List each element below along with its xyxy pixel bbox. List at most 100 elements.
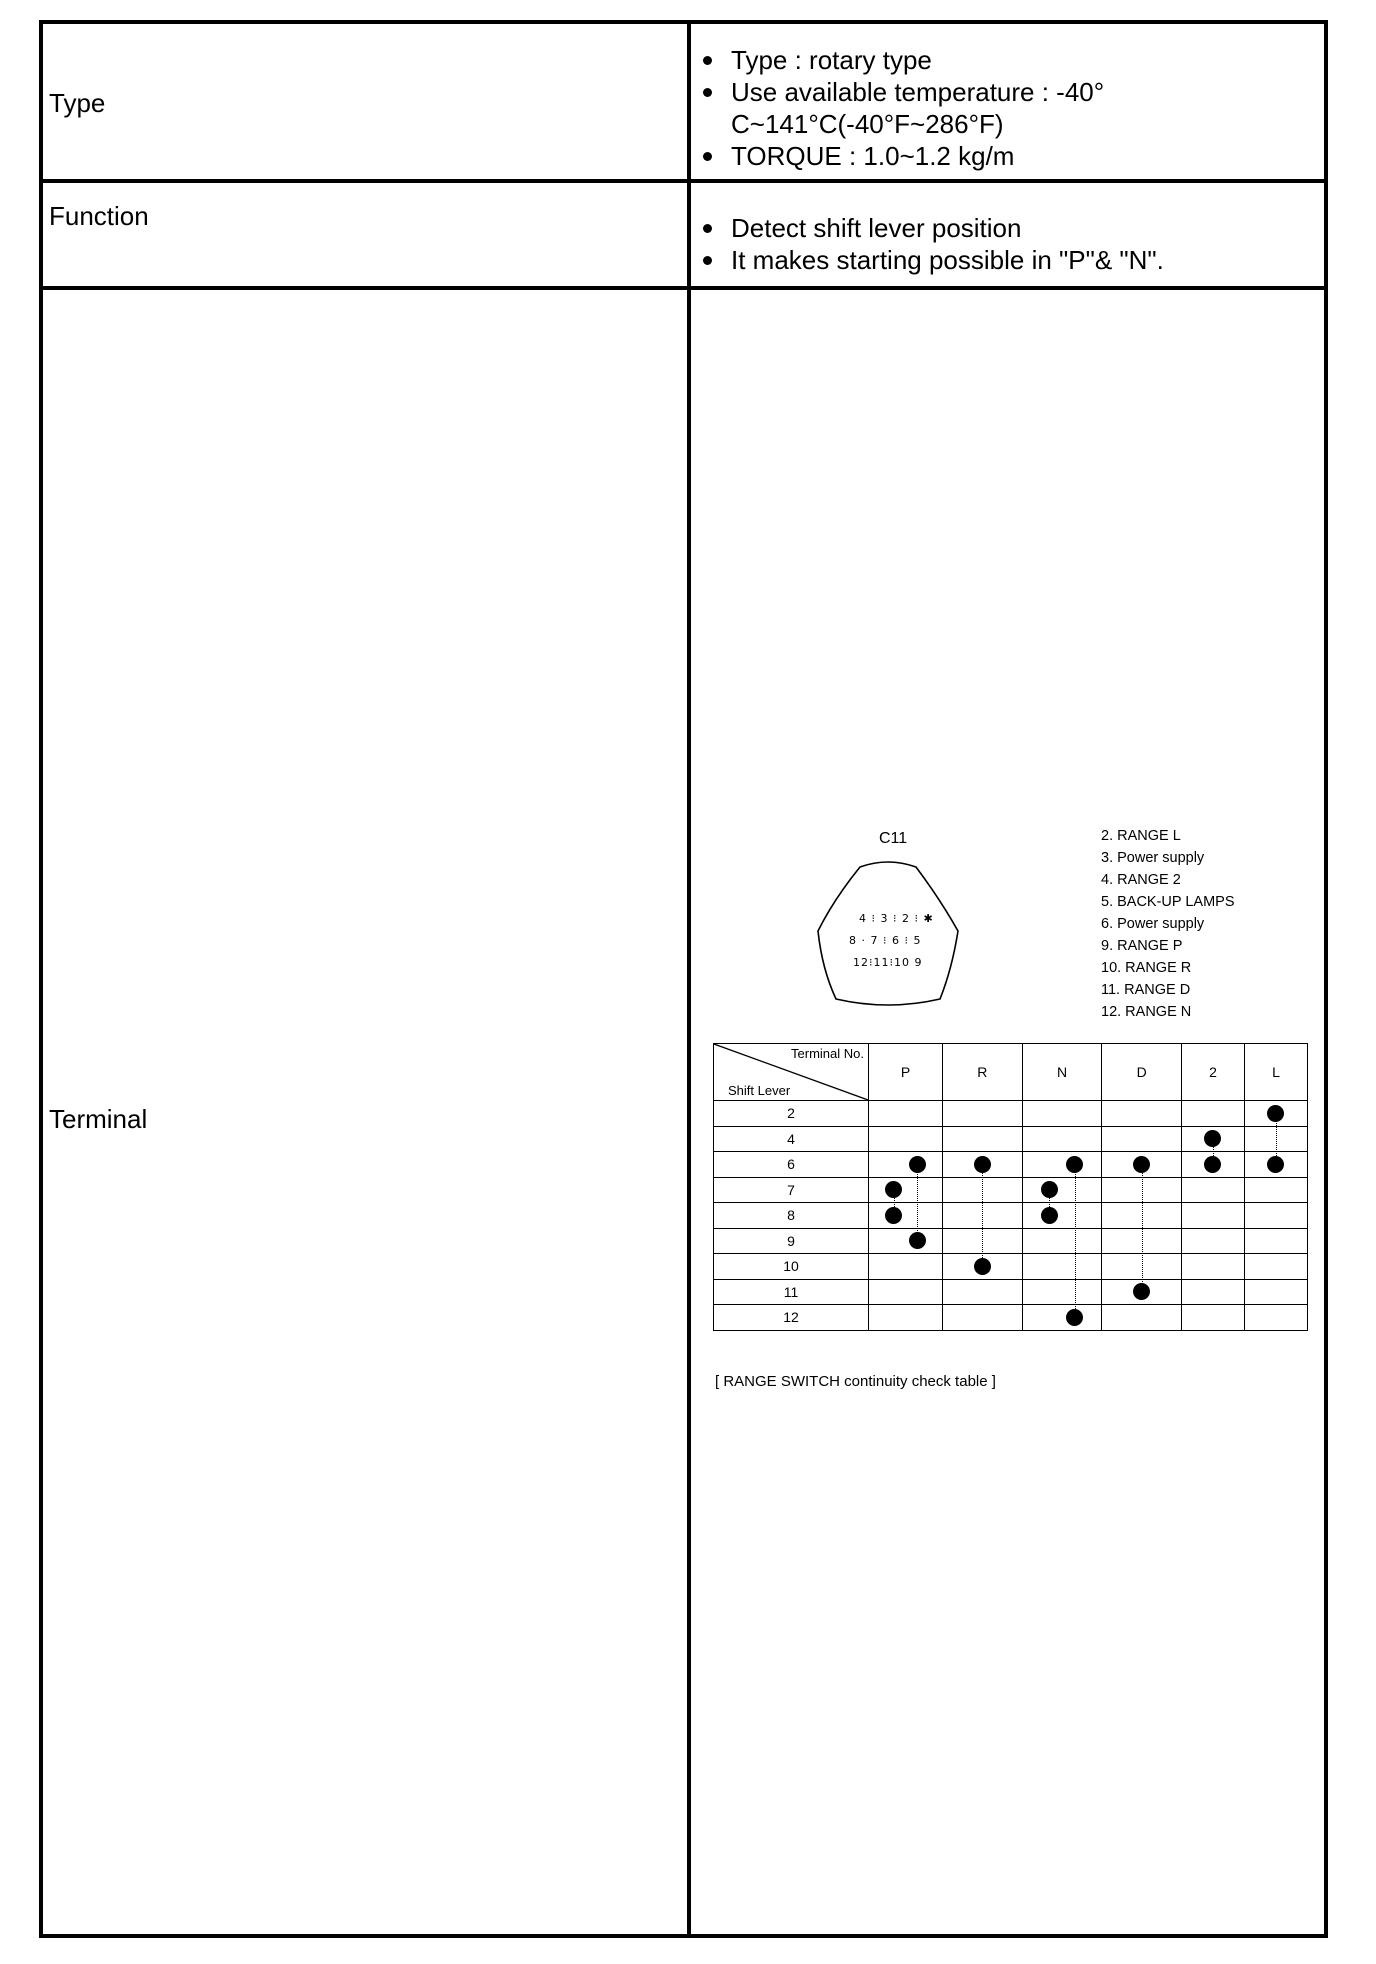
- table-cell: [867, 1278, 944, 1305]
- table-cell: [867, 1176, 944, 1203]
- table-cell: [1243, 1253, 1309, 1280]
- table-cell: [942, 1100, 1023, 1127]
- continuity-link: [1074, 1164, 1076, 1318]
- continuity-link: [917, 1164, 919, 1241]
- spec-table: Type Type : rotary type Use available te…: [39, 20, 1328, 1938]
- table-cell: [867, 1100, 944, 1127]
- legend-item: 11. RANGE D: [1101, 982, 1191, 998]
- legend-item: 12. RANGE N: [1101, 1004, 1192, 1020]
- row-divider: [43, 286, 1324, 290]
- row-header: 11: [713, 1278, 869, 1305]
- connector-pin-row: 8 · 7 ⁝ 6 ⁝ 5: [849, 934, 922, 947]
- continuity-dot: [1040, 1181, 1058, 1199]
- table-cell: [1243, 1202, 1309, 1229]
- table-cell: [1021, 1253, 1103, 1280]
- table-cell: [1101, 1100, 1182, 1127]
- continuity-dot: [885, 1181, 903, 1199]
- column-header: N: [1021, 1043, 1103, 1101]
- table-cell: [1180, 1304, 1245, 1331]
- list-item: TORQUE : 1.0~1.2 kg/m: [702, 140, 1104, 172]
- continuity-dot: [908, 1155, 926, 1173]
- table-cell: [942, 1125, 1023, 1152]
- legend-item: 10. RANGE R: [1101, 960, 1192, 976]
- table-cell: [1021, 1278, 1103, 1305]
- table-cell: [867, 1227, 944, 1254]
- function-bullets: Detect shift lever position It makes sta…: [703, 212, 1164, 276]
- table-cell: [1101, 1304, 1182, 1331]
- legend-item: 5. BACK-UP LAMPS: [1101, 894, 1235, 910]
- table-cell: [1243, 1278, 1309, 1305]
- continuity-dot: [973, 1257, 991, 1275]
- continuity-dot: [1066, 1155, 1084, 1173]
- table-cell: [1021, 1100, 1103, 1127]
- continuity-link: [1049, 1189, 1051, 1216]
- table-cell: [1021, 1227, 1103, 1254]
- list-item: Use available temperature : -40° C~141°C…: [702, 77, 1105, 139]
- table-cell: [1180, 1278, 1245, 1305]
- continuity-link: [1141, 1164, 1143, 1292]
- table-cell: [1180, 1253, 1245, 1280]
- connector-legend: 2. RANGE L 3. Power supply 4. RANGE 2 5.…: [1101, 825, 1235, 1023]
- list-item: Detect shift lever position: [703, 212, 1164, 244]
- connector-outline: [817, 861, 959, 1006]
- row-header: 4: [713, 1125, 869, 1152]
- table-cell: [1021, 1125, 1103, 1152]
- column-header: 2: [1180, 1043, 1245, 1101]
- table-cell: [1243, 1176, 1309, 1203]
- continuity-dot: [1267, 1104, 1285, 1122]
- legend-item: 3. Power supply: [1101, 850, 1205, 866]
- continuity-dot: [1133, 1283, 1151, 1301]
- continuity-dot: [885, 1206, 903, 1224]
- type-label: Type: [49, 88, 106, 118]
- corner-diagonal: [714, 1044, 868, 1100]
- continuity-dot: [1204, 1130, 1222, 1148]
- type-bullets: Type : rotary type Use available tempera…: [702, 44, 1105, 172]
- row-header: 7: [713, 1176, 869, 1203]
- continuity-dot: [1040, 1206, 1058, 1224]
- table-cell: [867, 1202, 944, 1229]
- row-header: 10: [713, 1253, 869, 1280]
- table-cell: [867, 1151, 944, 1178]
- row-header: 8: [713, 1202, 869, 1229]
- column-header: P: [867, 1043, 944, 1101]
- row-header: 9: [713, 1227, 869, 1254]
- terminal-label: Terminal: [49, 1104, 148, 1134]
- legend-item: 4. RANGE 2: [1101, 872, 1181, 888]
- continuity-dot: [1133, 1155, 1151, 1173]
- list-item: It makes starting possible in "P"& "N".: [703, 245, 1164, 275]
- table-corner: Terminal No. Shift Lever: [713, 1043, 869, 1101]
- function-label: Function: [49, 201, 149, 231]
- connector-name: C11: [879, 830, 908, 847]
- table-cell: [1021, 1176, 1103, 1203]
- table-row: 9: [713, 1227, 1309, 1254]
- table-row: 12: [713, 1304, 1309, 1331]
- table-cell: [1243, 1304, 1309, 1331]
- table-cell: [1101, 1125, 1182, 1152]
- continuity-link: [982, 1164, 984, 1267]
- connector-pin-row: 4 ⁝ 3 ⁝ 2 ⁝ ✱: [859, 912, 934, 925]
- continuity-dot: [1066, 1308, 1084, 1326]
- table-row: 11: [713, 1278, 1309, 1305]
- legend-item: 6. Power supply: [1101, 916, 1205, 932]
- table-row: 7: [713, 1176, 1309, 1203]
- table-cell: [1021, 1151, 1103, 1178]
- table-cell: [867, 1253, 944, 1280]
- row-header: 2: [713, 1100, 869, 1127]
- table-cell: [867, 1125, 944, 1152]
- continuity-link: [1275, 1113, 1277, 1165]
- table-cell: [867, 1304, 944, 1331]
- table-row: 10: [713, 1253, 1309, 1280]
- legend-item: 9. RANGE P: [1101, 938, 1183, 954]
- table-cell: [1180, 1100, 1245, 1127]
- table-cell: [1021, 1304, 1103, 1331]
- table-cell: [942, 1304, 1023, 1331]
- continuity-dot: [973, 1155, 991, 1173]
- column-header: R: [942, 1043, 1023, 1101]
- table-cell: [1180, 1176, 1245, 1203]
- table-caption: [ RANGE SWITCH continuity check table ]: [715, 1373, 996, 1390]
- row-header: 6: [713, 1151, 869, 1178]
- legend-item: 2. RANGE L: [1101, 828, 1181, 844]
- continuity-link: [893, 1189, 895, 1216]
- continuity-link: [1212, 1138, 1214, 1165]
- table-row: 2: [713, 1100, 1309, 1127]
